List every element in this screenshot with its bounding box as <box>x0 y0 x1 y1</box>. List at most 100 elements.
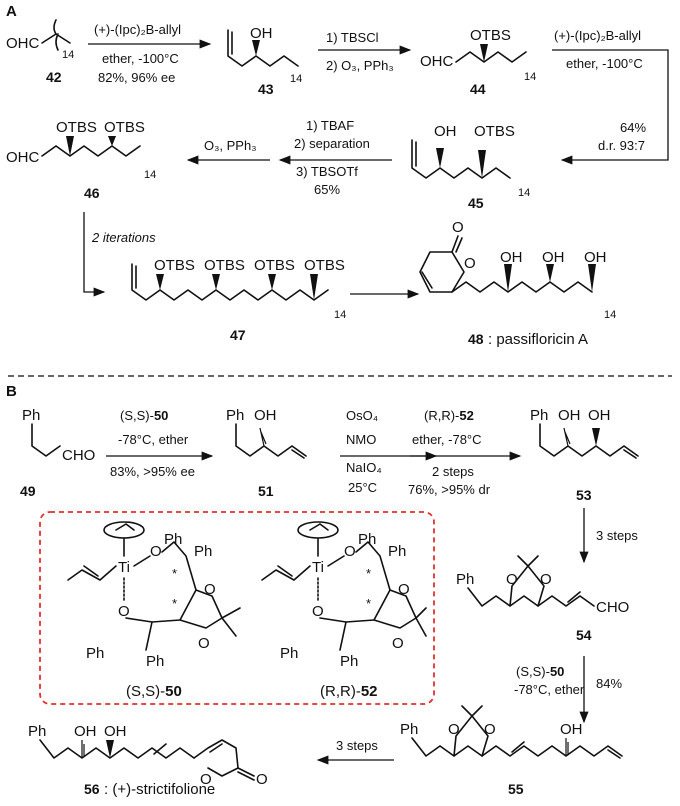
svg-text:*: * <box>366 596 371 611</box>
compound-53: Ph OH OH 53 <box>530 407 639 503</box>
cond-b2-1: OsO₄ <box>346 408 378 423</box>
cond-b6: 3 steps <box>336 738 378 753</box>
svg-text:OH: OH <box>584 249 607 266</box>
svg-text:Ti: Ti <box>118 559 130 576</box>
svg-text:Ph: Ph <box>86 645 104 662</box>
compound-47: OTBS OTBS OTBS OTBS 14 47 <box>131 257 346 343</box>
compound-47-number: 47 <box>230 327 246 343</box>
compound-49: Ph CHO 49 <box>20 407 95 499</box>
compound-45: OH OTBS 14 45 <box>411 123 530 211</box>
svg-text:O: O <box>540 571 552 588</box>
compound-54-number: 54 <box>576 627 592 643</box>
cond-r3-3: 64% <box>620 120 646 135</box>
svg-text:OTBS: OTBS <box>154 257 195 274</box>
cond-b2-2: NMO <box>346 432 376 447</box>
svg-text:O: O <box>484 721 496 738</box>
cond-b1-2: -78°C, ether <box>118 432 189 447</box>
svg-text:Ti: Ti <box>312 559 324 576</box>
svg-text:O: O <box>398 581 410 598</box>
cond-b2-4: 25°C <box>348 480 377 495</box>
cond-r1-1: (+)-(Ipc)₂B-allyl <box>94 22 181 37</box>
arrow-6 <box>83 212 106 297</box>
compound-46-number: 46 <box>84 185 100 201</box>
cond-b3-2: ether, -78°C <box>412 432 482 447</box>
svg-text:O: O <box>200 771 212 788</box>
compound-49-number: 49 <box>20 483 36 499</box>
svg-text:CHO: CHO <box>596 599 629 616</box>
svg-text:OH: OH <box>434 123 457 140</box>
svg-text:Ph: Ph <box>22 407 40 424</box>
compound-42-number: 42 <box>46 69 62 85</box>
svg-text:OTBS: OTBS <box>304 257 345 274</box>
svg-text:O: O <box>392 635 404 652</box>
svg-text:14: 14 <box>62 49 74 61</box>
compound-51-number: 51 <box>258 483 274 499</box>
svg-text:*: * <box>172 596 177 611</box>
svg-text:OH: OH <box>104 723 127 740</box>
svg-text:Ph: Ph <box>340 653 358 670</box>
compound-43-number: 43 <box>258 81 274 97</box>
svg-text:Ph: Ph <box>400 721 418 738</box>
cond-r3-2: ether, -100°C <box>566 56 643 71</box>
svg-text:O: O <box>204 581 216 598</box>
cond-r4-3: 3) TBSOTf <box>296 164 358 179</box>
catalyst-rr52: Ti O O Ph Ph * * O O Ph Ph (R,R)-52 <box>261 521 427 700</box>
compound-42: OHC 14 42 <box>6 19 74 85</box>
compound-44-number: 44 <box>470 81 486 97</box>
compound-55: Ph O O OH 55 <box>400 705 623 797</box>
svg-text:Ph: Ph <box>194 543 212 560</box>
compound-45-number: 45 <box>468 195 484 211</box>
cond-b1-1: (S,S)-50 <box>120 408 168 423</box>
cond-b3-1: (R,R)-52 <box>424 408 474 423</box>
cond-r2-2: 2) O₃, PPh₃ <box>326 58 394 73</box>
ss50-label: (S,S)-50 <box>126 683 182 700</box>
svg-text:OTBS: OTBS <box>470 27 511 44</box>
svg-text:O: O <box>256 771 268 788</box>
svg-text:Ph: Ph <box>388 543 406 560</box>
svg-text:Ph: Ph <box>146 653 164 670</box>
svg-text:OH: OH <box>250 25 273 42</box>
svg-text:OH: OH <box>588 407 611 424</box>
compound-54: Ph CHO O O 54 <box>456 555 629 643</box>
svg-text:14: 14 <box>144 169 156 181</box>
compound-48-number: 48 <box>468 331 484 347</box>
svg-text:OTBS: OTBS <box>204 257 245 274</box>
svg-text:14: 14 <box>524 71 536 83</box>
svg-text:Ph: Ph <box>226 407 244 424</box>
compound-55-number: 55 <box>508 781 524 797</box>
cond-r1-3: 82%, 96% ee <box>98 70 175 85</box>
svg-text:*: * <box>172 566 177 581</box>
cond-b4: 3 steps <box>596 528 638 543</box>
panel-label-b: B <box>6 383 17 400</box>
svg-text:14: 14 <box>290 73 302 85</box>
svg-text:OH: OH <box>74 723 97 740</box>
svg-text:14: 14 <box>518 187 530 199</box>
cond-b3-4: 76%, >95% dr <box>408 482 491 497</box>
svg-text:Ph: Ph <box>164 531 182 548</box>
svg-text:*: * <box>366 566 371 581</box>
svg-text:OHC: OHC <box>420 53 454 70</box>
compound-46: OHC OTBS OTBS 14 46 <box>6 119 156 201</box>
svg-text:Ph: Ph <box>358 531 376 548</box>
compound-56-number: 56 <box>84 781 100 797</box>
cond-r3-4: d.r. 93:7 <box>598 138 645 153</box>
rr52-label: (R,R)-52 <box>320 683 378 700</box>
cond-b5-1: (S,S)-50 <box>516 664 564 679</box>
svg-text:14: 14 <box>604 309 616 321</box>
compound-56: Ph OH OH O O 56 : (+)-strictifolione <box>28 723 268 798</box>
svg-text:O: O <box>198 635 210 652</box>
svg-text:OH: OH <box>500 249 523 266</box>
svg-text:O: O <box>118 603 130 620</box>
arrow-3 <box>552 49 669 165</box>
cond-r4-1: 1) TBAF <box>306 118 354 133</box>
svg-text:O: O <box>464 255 476 272</box>
cond-r3-1: (+)-(Ipc)₂B-allyl <box>554 28 641 43</box>
compound-48: O O OH OH OH 14 48 : passifloricin A <box>419 219 616 348</box>
svg-text:OHC: OHC <box>6 35 40 52</box>
cond-b5-yield: 84% <box>596 676 622 691</box>
cond-b5-2: -78°C, ether <box>514 682 585 697</box>
svg-text:OH: OH <box>542 249 565 266</box>
compound-44: OHC OTBS 14 44 <box>420 27 536 97</box>
cond-r6: 2 iterations <box>91 230 156 245</box>
